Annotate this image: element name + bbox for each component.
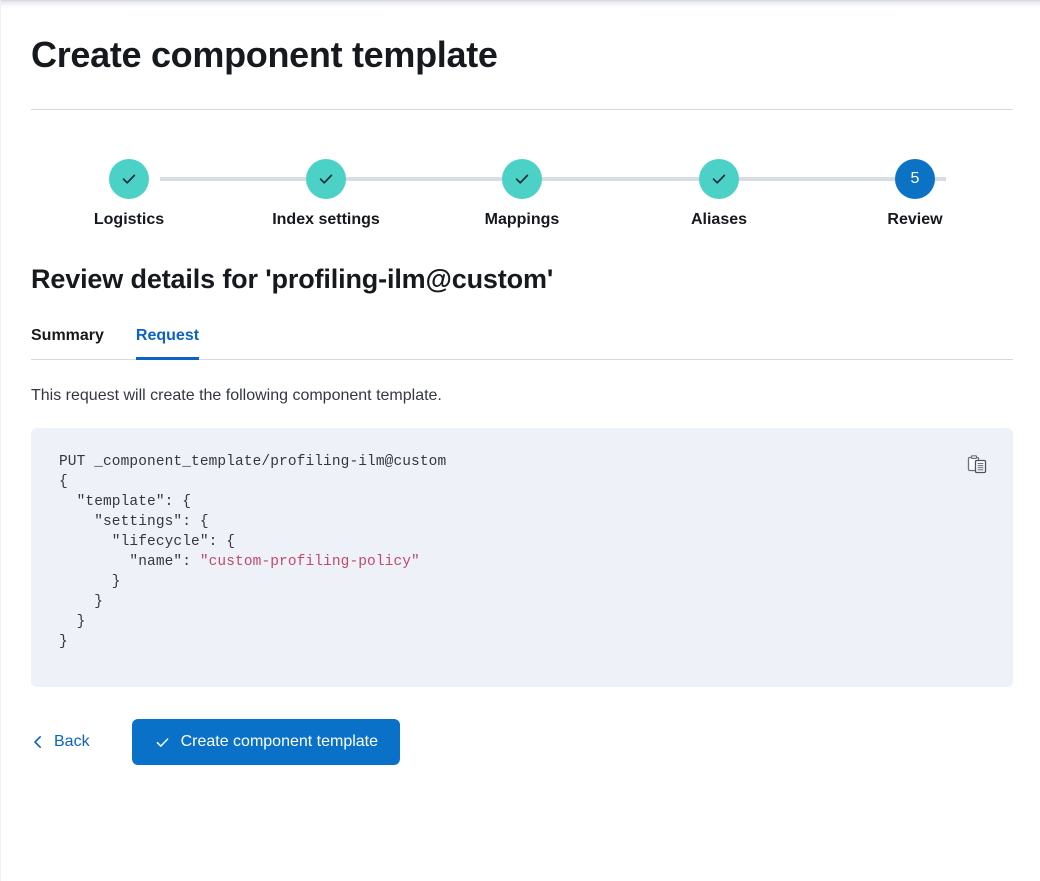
copy-to-clipboard-button[interactable] (965, 452, 989, 476)
request-body-line-6: } (59, 574, 121, 590)
step-review-marker: 5 (895, 159, 935, 199)
step-index-settings-label: Index settings (272, 211, 380, 228)
step-connector-4-5 (750, 177, 946, 181)
copy-icon (967, 455, 987, 474)
step-review[interactable]: 5 Review (820, 159, 1010, 231)
step-logistics-marker (109, 159, 149, 199)
create-component-template-button-label: Create component template (180, 733, 379, 750)
chevron-left-icon (34, 736, 41, 748)
request-body-line-2: "template": { (59, 494, 192, 510)
tab-summary[interactable]: Summary (31, 325, 120, 359)
step-mappings-label: Mappings (484, 211, 560, 228)
review-tabs: Summary Request (31, 325, 1013, 360)
step-index-settings[interactable]: Index settings (231, 159, 421, 231)
create-component-template-button[interactable]: Create component template (131, 719, 401, 765)
step-index-settings-marker (306, 159, 346, 199)
request-body-line-5-prefix: "name": (59, 554, 200, 570)
review-section-title: Review details for 'profiling-ilm@custom… (31, 264, 554, 294)
request-method-line: PUT _component_template/profiling-ilm@cu… (59, 454, 447, 470)
tab-request[interactable]: Request (120, 325, 215, 360)
back-button[interactable]: Back (31, 733, 90, 751)
panel-left-rule (0, 0, 1, 881)
request-body-line-8: } (59, 614, 86, 630)
step-connector-1-2 (160, 177, 357, 181)
title-divider (31, 109, 1013, 110)
step-mappings[interactable]: Mappings (427, 159, 617, 231)
request-body-line-1: { (59, 474, 68, 490)
step-connector-3-4 (553, 177, 750, 181)
request-body-line-3: "settings": { (59, 514, 209, 530)
check-icon (712, 174, 726, 184)
request-body-line-4: "lifecycle": { (59, 534, 236, 550)
step-review-label: Review (887, 211, 943, 228)
request-code-block: PUT _component_template/profiling-ilm@cu… (59, 452, 985, 652)
request-code-panel: PUT _component_template/profiling-ilm@cu… (31, 428, 1013, 687)
wizard-actions: Back Create component template (31, 719, 1013, 765)
check-icon (122, 174, 136, 184)
step-aliases-label: Aliases (690, 211, 748, 228)
check-icon (515, 174, 529, 184)
step-logistics-label: Logistics (93, 211, 165, 228)
step-mappings-marker (502, 159, 542, 199)
check-icon (156, 737, 168, 747)
step-connector-2-3 (357, 177, 553, 181)
page-title: Create component template (31, 34, 498, 75)
step-aliases[interactable]: Aliases (624, 159, 814, 231)
request-body-line-7: } (59, 594, 104, 610)
step-review-number: 5 (910, 170, 920, 187)
wizard-stepper: Logistics Index settings Mappings (31, 159, 1013, 241)
request-body-line-9: } (59, 634, 68, 650)
page-content: Create component template Logistics (31, 0, 1013, 765)
back-button-label: Back (54, 733, 90, 750)
request-body-string-value: "custom-profiling-policy" (199, 554, 420, 570)
request-description: This request will create the following c… (31, 387, 442, 404)
step-logistics[interactable]: Logistics (34, 159, 224, 231)
step-aliases-marker (699, 159, 739, 199)
check-icon (319, 174, 333, 184)
